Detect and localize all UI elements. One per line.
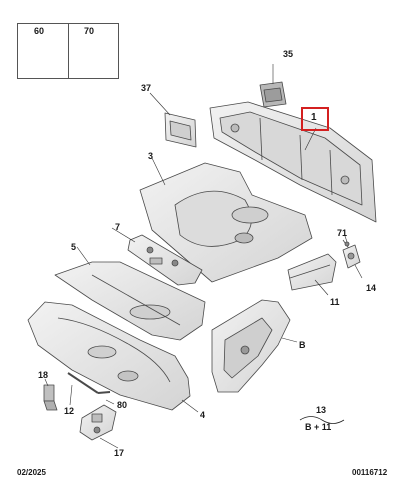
hook-part-18 xyxy=(43,384,58,411)
callout-3: 3 xyxy=(148,151,154,161)
pad-part-35 xyxy=(259,81,287,108)
floor-section-part-5 xyxy=(54,261,206,341)
callout-B-plus-11: B + 11 xyxy=(305,422,332,432)
callout-71: 71 xyxy=(337,228,348,238)
plate-part-37 xyxy=(164,112,197,148)
callout-12: 12 xyxy=(64,406,75,416)
callout-7: 7 xyxy=(115,222,121,232)
floor-sill-part-4 xyxy=(27,301,191,411)
callout-60: 60 xyxy=(34,26,45,36)
bracket-assembly-B xyxy=(211,299,291,393)
highlight-box xyxy=(301,107,329,131)
leader-lines xyxy=(44,64,363,449)
support-part-17 xyxy=(79,404,117,441)
callout-70: 70 xyxy=(84,26,95,36)
rod-part-12 xyxy=(67,372,111,394)
side-member-part-11 xyxy=(287,253,337,291)
footer-reference: 00116712 xyxy=(352,468,388,477)
callout-35: 35 xyxy=(283,49,294,59)
inset-divider xyxy=(68,24,69,78)
callout-B: B xyxy=(299,340,306,350)
callout-18: 18 xyxy=(38,370,49,380)
callout-5: 5 xyxy=(71,242,77,252)
floor-pan-part-3 xyxy=(139,162,313,283)
callout-1: 1 xyxy=(311,112,317,123)
callout-17: 17 xyxy=(114,448,125,458)
callout-37: 37 xyxy=(141,83,152,93)
callout-80: 80 xyxy=(117,400,128,410)
callout-11: 11 xyxy=(330,297,340,307)
fastener-inset xyxy=(17,23,119,79)
bracket-part-14 xyxy=(342,244,361,269)
footer-date: 02/2025 xyxy=(17,468,46,477)
crossmember-part-7 xyxy=(127,234,203,286)
callout-13: 13 xyxy=(316,405,327,415)
callout-14: 14 xyxy=(366,283,377,293)
callout-4: 4 xyxy=(200,410,206,420)
group-bracket xyxy=(299,416,345,424)
rear-panel-part-1 xyxy=(209,101,377,223)
